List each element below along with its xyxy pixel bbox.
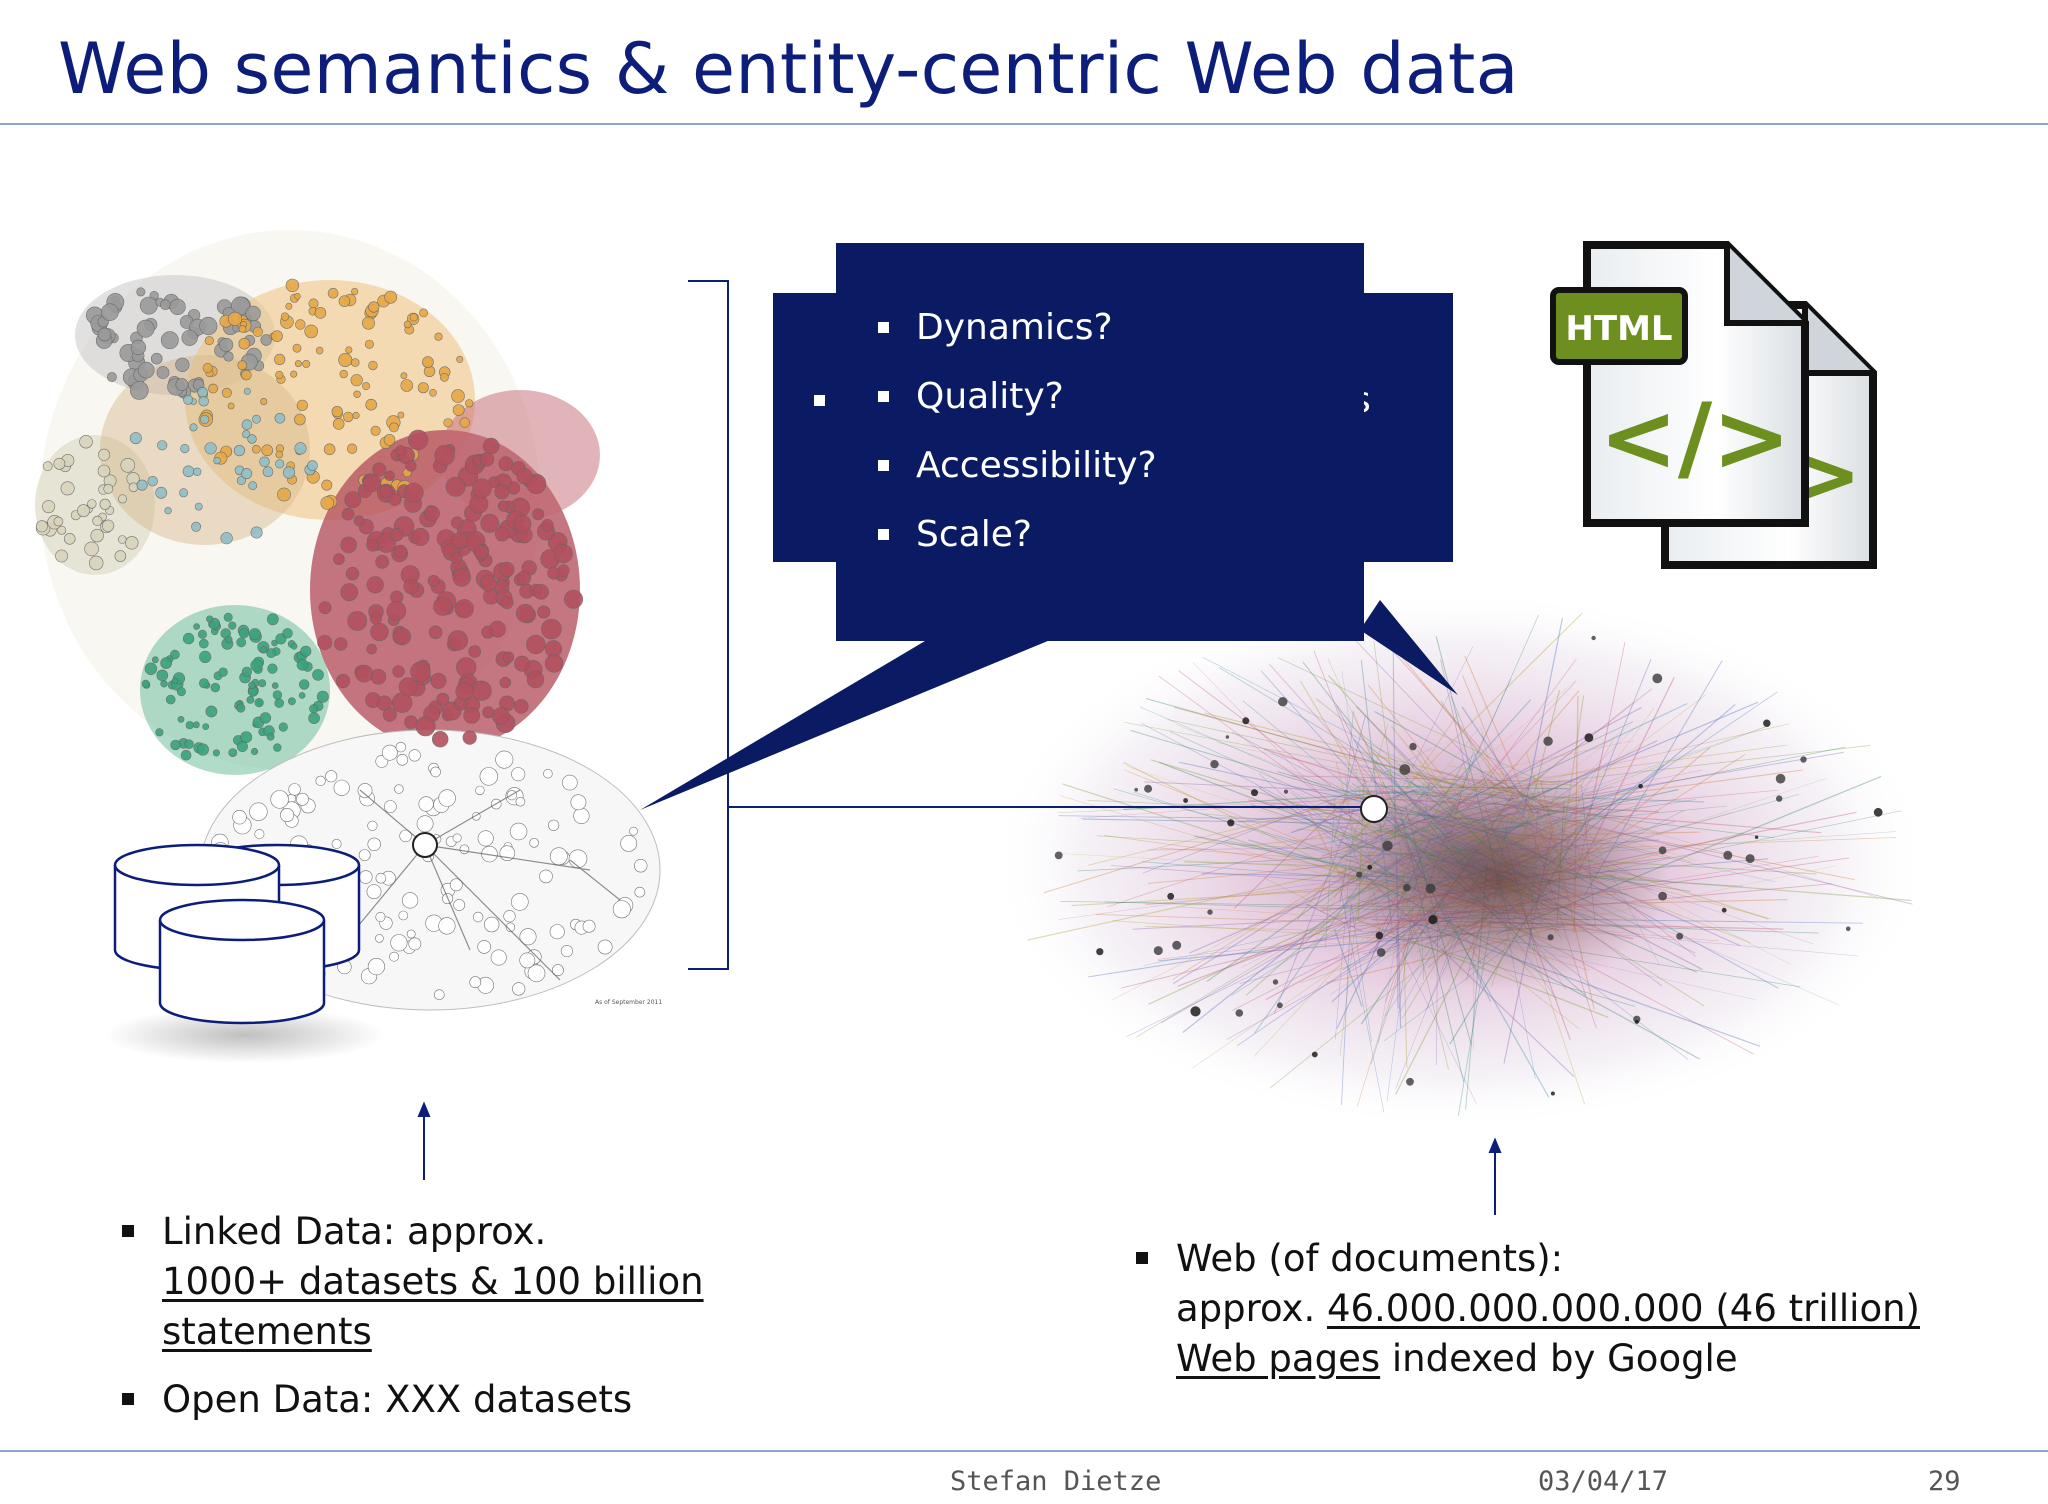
svg-text:</>: </> [1599, 384, 1791, 493]
callout-pointer-right [1360, 600, 1458, 695]
bullet-square [1136, 1252, 1148, 1264]
callout-item: Accessibility? [876, 436, 1157, 505]
callout-pointer-left [640, 638, 1055, 810]
callout-item: Dynamics? [876, 298, 1157, 367]
svg-text:HTML: HTML [1565, 309, 1672, 349]
footer-author: Stefan Dietze [950, 1466, 1162, 1497]
up-arrow-left [417, 1101, 431, 1180]
bullet-square [878, 529, 889, 540]
linked-data-bullets: Linked Data: approx. 1000+ datasets & 10… [122, 1207, 902, 1443]
bracket [688, 280, 729, 970]
list-item: Web (of documents): approx. 46.000.000.0… [1136, 1234, 2016, 1384]
bullet-square [878, 322, 889, 333]
html-file-icon: > HTML </> [1550, 241, 1877, 569]
slide-title: Web semantics & entity-centric Web data [58, 28, 1519, 110]
list-item: Linked Data: approx. 1000+ datasets & 10… [122, 1207, 902, 1357]
web-size-link[interactable]: 46.000.000.000.000 (46 trillion) [1326, 1287, 1920, 1330]
database-icon [105, 843, 385, 1063]
linked-data-stats-link[interactable]: 1000+ datasets & 100 billion statements [162, 1260, 704, 1353]
bullet-square [122, 1225, 134, 1237]
title-divider [0, 123, 2048, 125]
callout-item: Quality? [876, 367, 1157, 436]
web-documents-bullets: Web (of documents): approx. 46.000.000.0… [1136, 1234, 2016, 1402]
callout-front-panel [836, 243, 1364, 641]
footer-date: 03/04/17 [1538, 1466, 1669, 1497]
callout-item: Scale? [876, 505, 1157, 574]
web-graph [990, 590, 1930, 1130]
bullet-square [122, 1393, 134, 1405]
bullet-square [878, 460, 889, 471]
linked-data-cloud: As of September 2011 [35, 230, 662, 1011]
connector-node [1360, 795, 1388, 823]
occluded-bullet [814, 395, 825, 406]
bullet-square [878, 391, 889, 402]
svg-text:As of September 2011: As of September 2011 [595, 999, 662, 1006]
list-item: Open Data: XXX datasets [122, 1375, 902, 1425]
up-arrow-right [1488, 1137, 1502, 1215]
callout-questions: Dynamics? Quality? Accessibility? Scale? [876, 298, 1157, 574]
web-pages-link[interactable]: Web pages [1176, 1337, 1381, 1380]
footer-page-number: 29 [1928, 1466, 1961, 1497]
footer-divider [0, 1450, 2048, 1452]
